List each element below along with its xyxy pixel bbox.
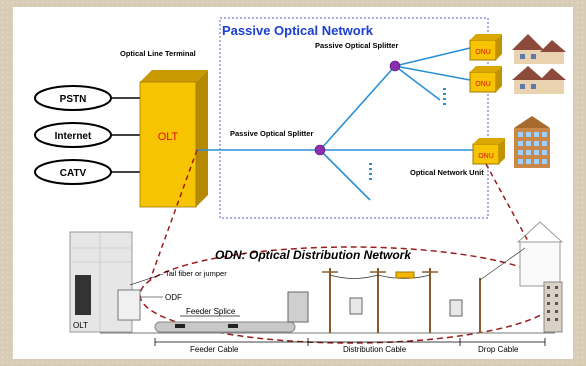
odf-label: ODF xyxy=(165,293,182,302)
aerial-cable xyxy=(329,274,431,279)
olt-terminal-label: Optical Line Terminal xyxy=(120,49,196,58)
house-outline-icon xyxy=(516,221,564,287)
pole-box-1-icon xyxy=(349,297,363,315)
pole-box-2-icon xyxy=(449,299,463,317)
feeder-cable-pipe xyxy=(154,321,296,333)
splitter-top-label: Passive Optical Splitter xyxy=(315,41,398,50)
splitter-mid-label: Passive Optical Splitter xyxy=(230,129,313,138)
pon-title: Passive Optical Network xyxy=(222,23,374,38)
service-pstn-label: PSTN xyxy=(60,94,87,105)
odn-title: ODN: Optical Distribution Network xyxy=(215,248,412,262)
onu-box-2: ONU xyxy=(469,66,502,93)
onu-box-3: ONU xyxy=(472,138,505,165)
fiber-lines xyxy=(197,47,473,201)
pon-boundary xyxy=(219,17,489,219)
more-branches-markers xyxy=(369,88,446,180)
drop-wire xyxy=(479,247,526,281)
tail-fiber-pointer xyxy=(129,273,164,286)
odf-rack-icon xyxy=(117,289,141,321)
service-catv: CATV xyxy=(34,159,112,185)
house-icon-1 xyxy=(512,34,566,64)
service-catv-label: CATV xyxy=(60,168,87,179)
tail-fiber-label: Tail fiber or jumper xyxy=(165,269,227,278)
service-internet-label: Internet xyxy=(55,131,92,142)
utility-poles xyxy=(329,268,481,333)
zoom-line-right xyxy=(485,163,553,286)
olt-label: OLT xyxy=(158,131,179,143)
drop-cable-label: Drop Cable xyxy=(478,345,519,354)
apartment-building-icon xyxy=(543,281,563,333)
feeder-splice-label: Feeder Splice xyxy=(186,307,236,316)
house-icon-2 xyxy=(512,66,566,94)
service-pstn: PSTN xyxy=(34,85,112,111)
olt-small-label: OLT xyxy=(73,321,88,330)
onu-box-1-label: ONU xyxy=(475,49,491,56)
onu-box-3-label: ONU xyxy=(478,153,494,160)
cable-segment-dimensions xyxy=(154,338,546,346)
onu-label: Optical Network Unit xyxy=(410,168,484,177)
onu-box-1: ONU xyxy=(469,34,502,61)
office-building-icon xyxy=(514,116,550,168)
service-internet: Internet xyxy=(34,122,112,148)
olt-box: OLT xyxy=(139,70,208,208)
onu-box-2-label: ONU xyxy=(475,81,491,88)
street-cabinet-icon xyxy=(287,291,309,323)
splitter-mid-node xyxy=(314,144,326,156)
feeder-cable-label: Feeder Cable xyxy=(190,345,239,354)
splitter-top-node xyxy=(389,60,401,72)
distribution-cable-label: Distribution Cable xyxy=(343,345,407,354)
aerial-closure-icon xyxy=(395,271,415,279)
